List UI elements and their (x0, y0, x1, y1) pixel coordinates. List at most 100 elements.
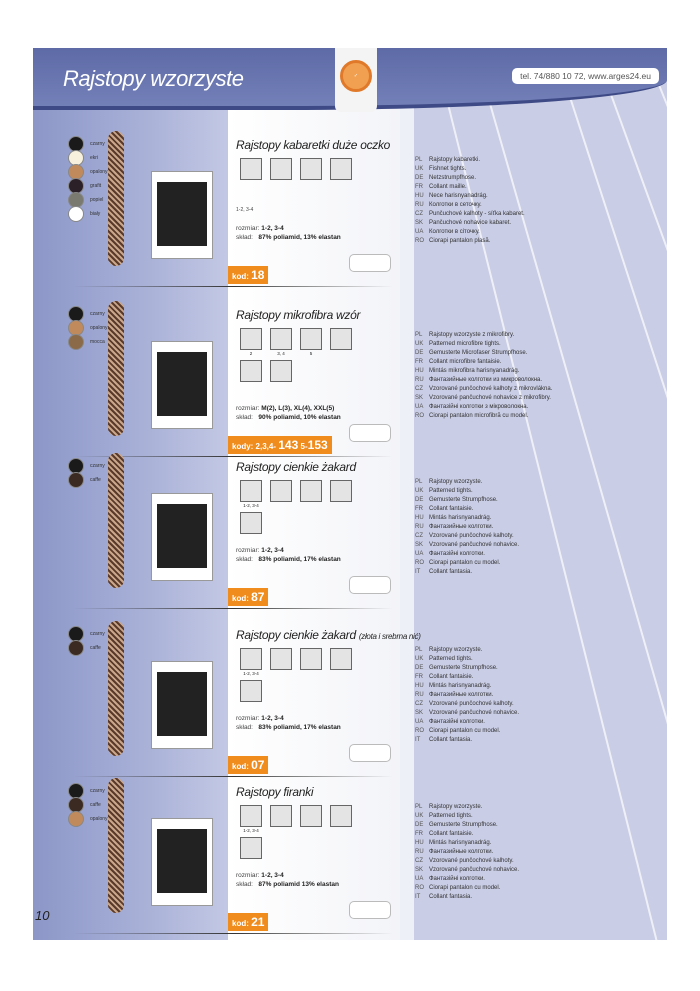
feature-icons: 1-2, 3-4 (240, 480, 380, 541)
size-label: rozmiar: (236, 715, 260, 722)
section-divider (73, 456, 393, 457)
composition-value: 87% poliamid, 13% elastan (258, 234, 341, 241)
feature-icon-item (330, 328, 352, 357)
language-code: SK (415, 867, 424, 873)
size-value: 1-2, 3-4 (261, 872, 284, 879)
composition-label: skład: (236, 724, 253, 731)
translation-text: Collant maille. (429, 184, 467, 190)
panty-icon (240, 158, 262, 180)
product-name-text: Rajstopy cienkie żakard (236, 460, 356, 474)
translation-text: Vzorované punčochové kalhoty z mikrovlák… (429, 386, 553, 392)
tights-photo (108, 301, 124, 436)
color-label: czarny (90, 141, 105, 147)
language-code: DE (415, 175, 424, 181)
language-code: HU (415, 683, 424, 689)
foot-icon (300, 158, 322, 180)
language-code: DE (415, 822, 424, 828)
product-name: Rajstopy cienkie żakard (236, 460, 356, 474)
language-code: HU (415, 368, 424, 374)
code2-value: 153 (307, 438, 328, 452)
tights-photo (108, 453, 124, 588)
section-divider (73, 776, 393, 777)
size-label: rozmiar: (236, 225, 260, 232)
panty-icon (240, 328, 262, 350)
code-value: 07 (251, 758, 265, 772)
product-name: Rajstopy mikrofibra wzór (236, 308, 360, 322)
feature-icon-item (240, 512, 262, 541)
blank-box (349, 424, 391, 442)
product-code-badge: kod: 18 (228, 266, 269, 284)
language-code: HU (415, 193, 424, 199)
language-code: RO (415, 885, 424, 891)
translation-text: Mintás harisnyanadrág. (429, 515, 492, 521)
translation-text: Gemusterte Strumpfhose. (429, 822, 498, 828)
feature-icon-item (300, 480, 322, 509)
code-label: kod: (232, 762, 249, 771)
translation-text: Patterned tights. (429, 656, 473, 662)
translation-row: DE Gemusterte Strumpfhose. (415, 821, 519, 830)
feature-icon-item: 2 (240, 328, 262, 357)
language-code: IT (415, 737, 421, 743)
feature-icon-item (330, 480, 352, 509)
blank-box (349, 254, 391, 272)
color-label: opalony (90, 816, 108, 822)
foot-icon (300, 805, 322, 827)
product-name-note: (złota i srebrna nić) (358, 632, 421, 641)
language-code: RU (415, 849, 424, 855)
product-code-badge: kod: 87 (228, 588, 269, 606)
color-swatch (68, 811, 84, 827)
language-code: FR (415, 674, 423, 680)
feature-icon-item (270, 648, 292, 677)
product-name: Rajstopy firanki (236, 785, 314, 799)
translation-text: Collant fantaisie. (429, 506, 474, 512)
translation-text: Vzorované pančuchové nohavice. (429, 542, 520, 548)
divider-stripe (400, 48, 414, 940)
feature-icons: 1-2, 3-4 (240, 648, 380, 709)
product-code-badge: kod: 21 (228, 913, 269, 931)
language-code: UA (415, 229, 424, 235)
feature-icon-item (270, 480, 292, 509)
product-code-badge: kody: 2,3,4- 143 5-153 (228, 436, 332, 454)
foot-icon (270, 648, 292, 670)
translation-text: Collant fantaisie. (429, 674, 474, 680)
color-label: czarny (90, 311, 105, 317)
language-code: PL (415, 157, 423, 163)
icon-label: 3, 4 (277, 351, 285, 356)
translation-text: Ciorapi pantalon microfibră cu model. (429, 413, 529, 419)
product-name: Rajstopy cienkie żakard (złota i srebrna… (236, 628, 421, 642)
product-name-text: Rajstopy firanki (236, 785, 314, 799)
feature-icon-item (240, 837, 262, 866)
legs-icon (240, 680, 262, 702)
color-label: czarny (90, 631, 105, 637)
size-label: rozmiar: (236, 405, 260, 412)
product-name-text: Rajstopy mikrofibra wzór (236, 308, 361, 322)
tights-photo (108, 621, 124, 756)
language-code: RU (415, 202, 424, 208)
translation-text: Gemusterte Microfaser Strumpfhose. (429, 350, 528, 356)
product-name-text: Rajstopy kabaretki duże oczko (236, 138, 391, 152)
color-swatch (68, 334, 84, 350)
language-code: PL (415, 647, 423, 653)
code-label: kod: (232, 272, 249, 281)
color-label: opalony (90, 325, 108, 331)
translation-text: Фантазійні колготки. (429, 719, 485, 725)
foot-icon (330, 328, 352, 350)
